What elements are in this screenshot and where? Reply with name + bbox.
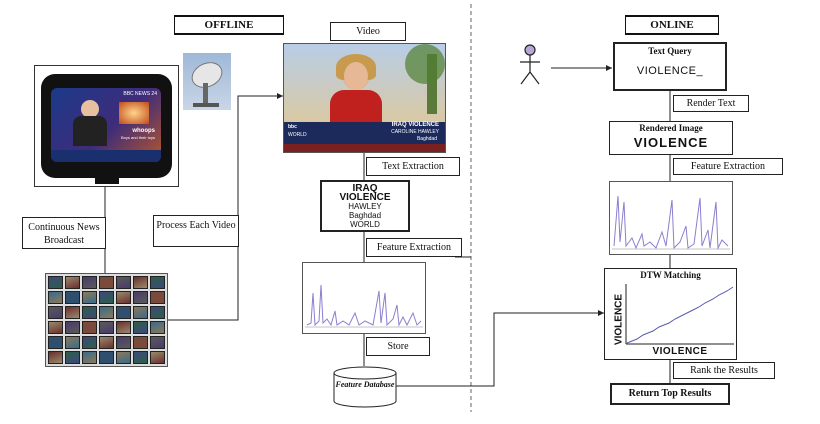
thumbnail-tile bbox=[48, 306, 63, 319]
thumbnail-tile bbox=[116, 276, 131, 289]
thumbnail-tile bbox=[65, 291, 80, 304]
online-feature-signal bbox=[612, 195, 730, 250]
text-query-box[interactable]: Text Query VIOLENCE_ bbox=[613, 42, 727, 91]
thumbnail-tile bbox=[99, 336, 114, 349]
dtw-path-plot bbox=[625, 284, 734, 345]
db-to-dtw-line bbox=[396, 312, 604, 387]
return-top-results-box: Return Top Results bbox=[610, 383, 730, 405]
rendered-image-box: Rendered Image VIOLENCE bbox=[609, 121, 733, 155]
video-frame-image: bbc WORLD IRAQ VIOLENCE CAROLINE HAWLEY … bbox=[283, 43, 446, 153]
thumbnail-tile bbox=[116, 351, 131, 364]
thumbnail-tile bbox=[150, 351, 165, 364]
store-label: Store bbox=[366, 337, 430, 356]
video-thumbnails-grid bbox=[45, 273, 168, 367]
render-text-label: Render Text bbox=[673, 95, 749, 112]
thumbnail-tile bbox=[99, 306, 114, 319]
thumbnail-tile bbox=[116, 336, 131, 349]
process-each-video-label: Process Each Video bbox=[153, 215, 239, 247]
thumbnail-tile bbox=[65, 306, 80, 319]
thumbnail-tile bbox=[99, 276, 114, 289]
user-stick-figure-icon bbox=[520, 44, 540, 85]
thumbnail-tile bbox=[99, 351, 114, 364]
thumbnail-tile bbox=[150, 291, 165, 304]
video-label: Video bbox=[330, 22, 406, 41]
thumbnail-tile bbox=[133, 321, 148, 334]
dtw-matching-box: DTW Matching VIOLENCE VIOLENCE bbox=[604, 268, 737, 360]
thumbnail-tile bbox=[82, 306, 97, 319]
dtw-x-word: VIOLENCE bbox=[652, 346, 708, 357]
thumbnail-tile bbox=[116, 291, 131, 304]
thumbnail-tile bbox=[99, 291, 114, 304]
thumbnail-tile bbox=[65, 351, 80, 364]
online-header: ONLINE bbox=[625, 15, 719, 35]
thumbnail-tile bbox=[48, 276, 63, 289]
thumbnail-tile bbox=[133, 351, 148, 364]
thumbnail-tile bbox=[150, 306, 165, 319]
online-feature-graph bbox=[609, 181, 733, 255]
thumbnail-tile bbox=[82, 351, 97, 364]
thumbnail-tile bbox=[99, 321, 114, 334]
thumbnail-tile bbox=[82, 276, 97, 289]
thumbnail-tile bbox=[82, 336, 97, 349]
thumbnail-tile bbox=[82, 291, 97, 304]
continuous-news-label: Continuous News Broadcast bbox=[22, 217, 106, 249]
thumbnail-tile bbox=[65, 321, 80, 334]
thumbnail-tile bbox=[133, 306, 148, 319]
offline-header: OFFLINE bbox=[174, 15, 284, 35]
thumbnail-tile bbox=[150, 336, 165, 349]
thumbnail-tile bbox=[133, 276, 148, 289]
thumbnail-tile bbox=[65, 336, 80, 349]
thumbnail-tile bbox=[82, 321, 97, 334]
feature-extraction-offline-label: Feature Extraction bbox=[366, 238, 462, 257]
text-extraction-label: Text Extraction bbox=[366, 157, 460, 176]
thumbnail-tile bbox=[65, 276, 80, 289]
dtw-y-word: VIOLENCE bbox=[613, 293, 625, 346]
thumbnail-tile bbox=[116, 321, 131, 334]
feature-extraction-online-label: Feature Extraction bbox=[673, 158, 783, 175]
thumbnail-tile bbox=[48, 351, 63, 364]
thumbnail-tile bbox=[150, 276, 165, 289]
thumbnail-tile bbox=[150, 321, 165, 334]
thumbnail-tile bbox=[48, 336, 63, 349]
satellite-dish-image bbox=[183, 53, 231, 110]
thumbs-to-video-line bbox=[168, 95, 283, 321]
rank-results-label: Rank the Results bbox=[673, 362, 775, 379]
tv-image: BBC NEWS 24 whoops Boys and their toys bbox=[34, 65, 179, 187]
thumbnail-tile bbox=[48, 291, 63, 304]
thumbnail-tile bbox=[133, 336, 148, 349]
thumbnail-tile bbox=[133, 291, 148, 304]
thumbnail-tile bbox=[48, 321, 63, 334]
query-value: VIOLENCE_ bbox=[636, 65, 704, 77]
extracted-text-image: IRAQ VIOLENCE HAWLEY Baghdad WORLD bbox=[320, 180, 410, 232]
feature-database-cylinder: Feature Database bbox=[333, 366, 397, 408]
thumbnail-tile bbox=[116, 306, 131, 319]
rendered-word: VIOLENCE bbox=[633, 135, 709, 150]
offline-feature-signal bbox=[305, 284, 423, 328]
offline-feature-graph bbox=[302, 262, 426, 334]
